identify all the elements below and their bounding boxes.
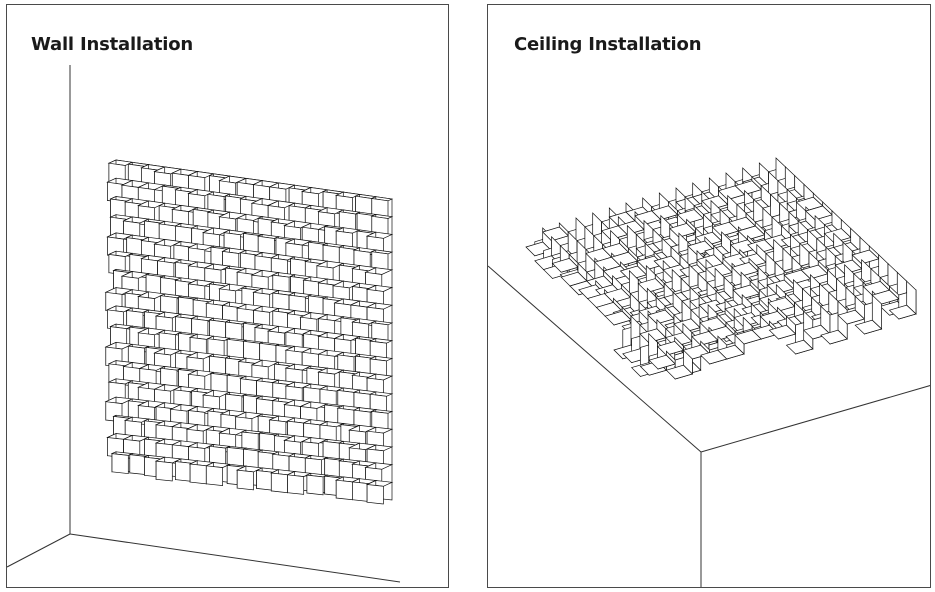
wall-installation-illustration bbox=[7, 65, 401, 583]
room-corner-lines bbox=[7, 65, 401, 583]
ceiling-left-edge bbox=[488, 265, 702, 453]
ceiling-installation-illustration bbox=[488, 157, 930, 587]
floor-left-edge bbox=[7, 533, 71, 568]
wall-installation-title: Wall Installation bbox=[31, 34, 193, 55]
ceiling-diffuser-panel bbox=[525, 157, 917, 380]
wall-installation-panel: Wall Installation bbox=[6, 4, 449, 588]
floor-back-edge bbox=[69, 533, 401, 583]
ceiling-installation-panel: Ceiling Installation bbox=[487, 4, 931, 588]
ceiling-right-edge bbox=[700, 385, 930, 453]
room-corner-lines bbox=[488, 265, 930, 587]
wall-diffuser-panel bbox=[104, 159, 394, 505]
ceiling-installation-title: Ceiling Installation bbox=[514, 34, 702, 55]
